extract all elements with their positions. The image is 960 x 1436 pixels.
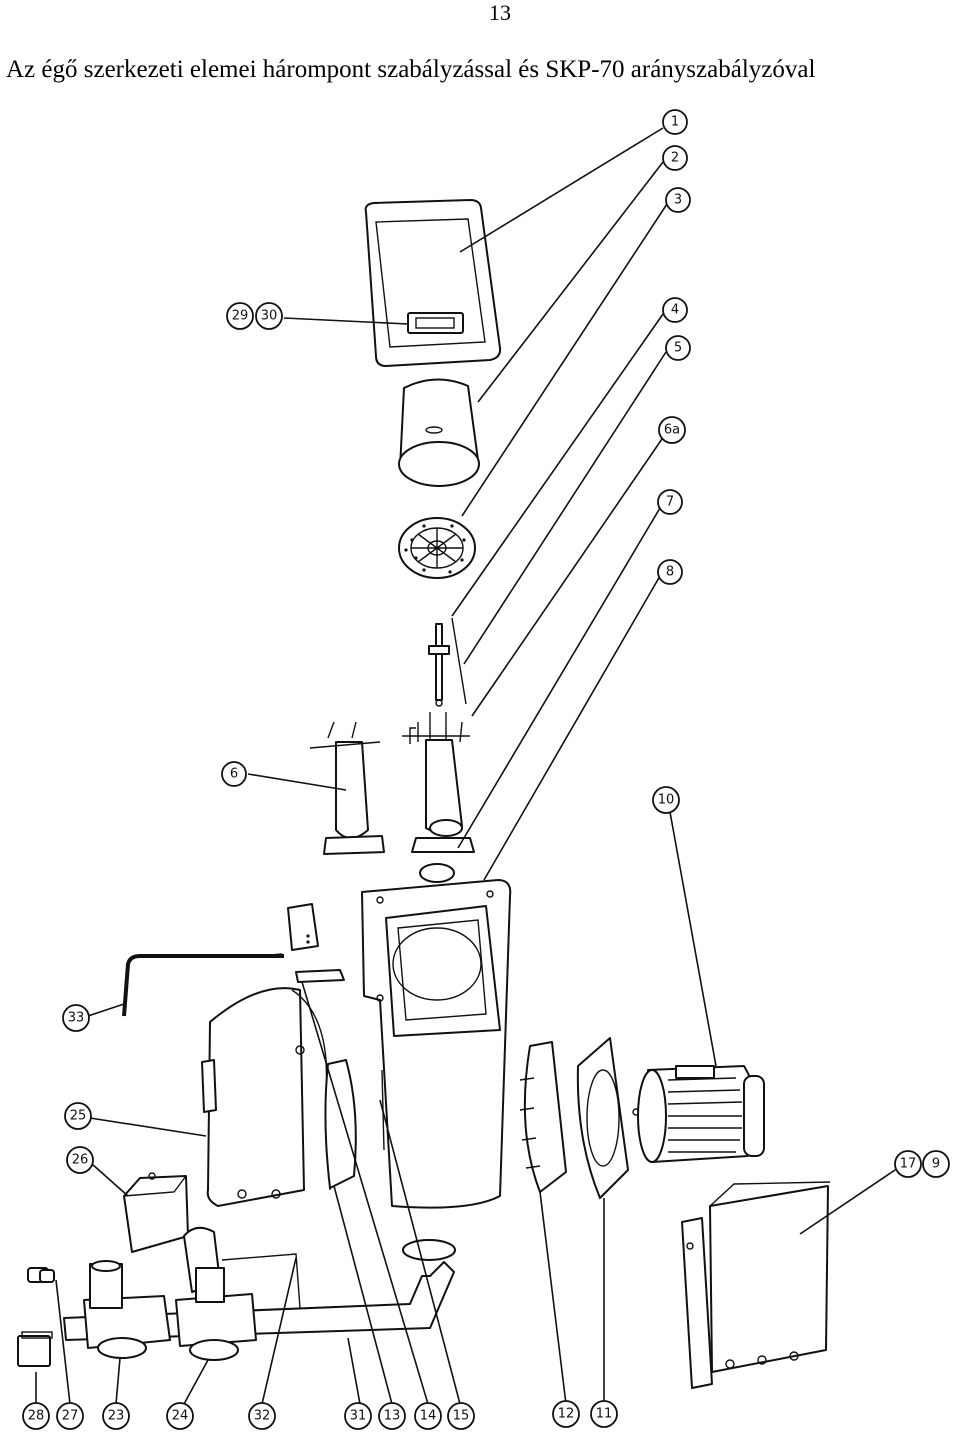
svg-text:29: 29 — [232, 309, 249, 324]
callout-17: 17 — [894, 1150, 922, 1178]
svg-text:14: 14 — [420, 1409, 437, 1424]
callout-24: 24 — [166, 1402, 194, 1430]
svg-text:5: 5 — [674, 341, 682, 356]
svg-text:27: 27 — [62, 1409, 79, 1424]
terminal-box — [259, 903, 319, 957]
callout-3: 3 — [665, 187, 691, 213]
relay-box — [123, 1172, 189, 1253]
svg-text:9: 9 — [932, 1157, 940, 1172]
page-number: 13 — [489, 0, 511, 25]
svg-text:15: 15 — [453, 1409, 470, 1424]
svg-text:28: 28 — [28, 1409, 45, 1424]
callout-27: 27 — [56, 1402, 84, 1430]
svg-text:30: 30 — [261, 309, 278, 324]
svg-text:2: 2 — [671, 151, 679, 166]
cover-hood — [364, 199, 502, 367]
svg-text:11: 11 — [596, 1407, 613, 1422]
svg-text:26: 26 — [72, 1153, 89, 1168]
gas-nozzle-assembly — [402, 712, 475, 853]
callout-9: 9 — [922, 1150, 950, 1178]
svg-text:13: 13 — [384, 1409, 401, 1424]
callout-13: 13 — [378, 1402, 406, 1430]
svg-text:8: 8 — [666, 565, 674, 580]
motor-flange — [576, 1037, 640, 1199]
svg-text:4: 4 — [671, 303, 679, 318]
svg-text:31: 31 — [350, 1409, 367, 1424]
callout-25: 25 — [64, 1102, 92, 1130]
callout-6a: 6a — [658, 416, 686, 444]
air-damper-plate — [324, 1059, 357, 1189]
diffuser-disc — [398, 517, 476, 579]
callout-6: 6 — [221, 761, 247, 787]
callout-1: 1 — [662, 109, 688, 135]
ignition-electrode — [428, 617, 467, 707]
callout-5: 5 — [665, 335, 691, 361]
o-ring — [419, 863, 455, 883]
callout-4: 4 — [662, 297, 688, 323]
callout-14: 14 — [414, 1402, 442, 1430]
svg-text:25: 25 — [70, 1109, 87, 1124]
svg-text:3: 3 — [674, 193, 682, 208]
burner-housing — [361, 879, 512, 1209]
small-fittings — [17, 1267, 55, 1367]
svg-text:10: 10 — [658, 793, 675, 808]
svg-text:24: 24 — [172, 1409, 189, 1424]
callout-31: 31 — [344, 1402, 372, 1430]
motor — [637, 1065, 765, 1163]
svg-text:12: 12 — [558, 1407, 575, 1422]
callout-28: 28 — [22, 1402, 50, 1430]
callout-15: 15 — [447, 1402, 475, 1430]
callout-33: 33 — [62, 1004, 90, 1032]
svg-text:32: 32 — [254, 1409, 271, 1424]
callout-12: 12 — [552, 1400, 580, 1428]
callout-8: 8 — [657, 559, 683, 585]
callout-32: 32 — [248, 1402, 276, 1430]
gas-pipe — [309, 721, 385, 855]
callout-30: 30 — [255, 302, 283, 330]
callout-7: 7 — [657, 489, 683, 515]
svg-text:6a: 6a — [664, 423, 680, 438]
callout-29: 29 — [226, 302, 254, 330]
svg-text:17: 17 — [900, 1157, 917, 1172]
svg-text:6: 6 — [230, 767, 238, 782]
svg-text:33: 33 — [68, 1011, 85, 1026]
callout-23: 23 — [102, 1402, 130, 1430]
control-box — [681, 1181, 831, 1389]
burner-tube — [398, 378, 480, 487]
svg-text:23: 23 — [108, 1409, 125, 1424]
callout-26: 26 — [66, 1146, 94, 1174]
callout-11: 11 — [590, 1400, 618, 1428]
damper-rod — [295, 969, 345, 983]
fan-wheel — [519, 1041, 567, 1193]
fan-housing — [201, 987, 331, 1207]
hex-key — [122, 954, 284, 1017]
callout-10: 10 — [652, 786, 680, 814]
gas-train — [63, 1226, 456, 1361]
svg-text:7: 7 — [666, 495, 674, 510]
page-title: Az égő szerkezeti elemei hárompont szabá… — [6, 56, 816, 83]
leader-lines — [35, 127, 899, 1405]
callout-2: 2 — [662, 145, 688, 171]
svg-text:1: 1 — [671, 115, 679, 130]
